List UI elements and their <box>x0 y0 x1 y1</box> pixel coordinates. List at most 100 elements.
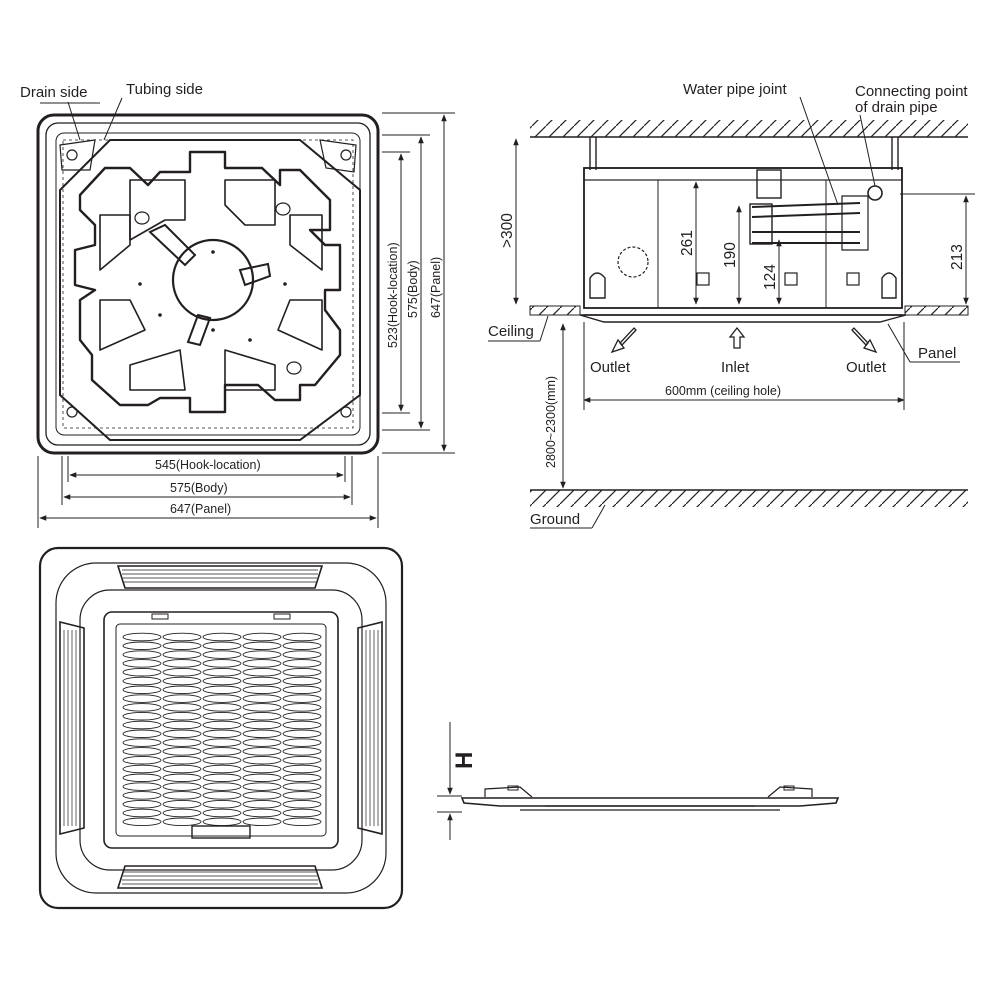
grille-slot <box>202 817 242 827</box>
grille-slot <box>122 685 162 695</box>
grille-slot <box>162 755 202 765</box>
grille-slot <box>282 747 322 756</box>
ceiling-label: Ceiling <box>488 323 534 340</box>
top-view-horizontal-dims: 545(Hook-location) 575(Body) 647(Panel) <box>37 456 379 528</box>
grille-slot <box>282 632 322 642</box>
grille-slot <box>242 720 282 730</box>
height-range-dim: 2800~2300(mm) <box>544 376 558 468</box>
grille-slot <box>202 641 242 651</box>
grille-slot <box>122 747 162 756</box>
dim-124: 124 <box>762 264 779 290</box>
grille-slot <box>202 755 242 765</box>
grille-slot <box>202 703 242 712</box>
grille-slot <box>242 659 282 668</box>
grille-slot <box>202 650 242 659</box>
grille-slot <box>162 817 202 827</box>
dim-523-hook: 523(Hook-location) <box>386 242 400 348</box>
intake-grille <box>122 632 322 827</box>
outlet-left-arrow <box>610 327 637 354</box>
grille-slot <box>242 782 282 791</box>
grille-slot <box>282 650 322 659</box>
dim-261: 261 <box>679 230 696 256</box>
grille-slot <box>282 764 322 774</box>
grille-slot <box>282 799 322 809</box>
grille-slot <box>122 817 162 827</box>
grille-slot <box>202 799 242 809</box>
top-view-labels: Drain side Tubing side <box>20 81 203 141</box>
grille-slot <box>162 764 202 774</box>
grille-slot <box>242 694 282 703</box>
grille-slot <box>122 711 162 721</box>
grille-slot <box>282 729 322 739</box>
grille-slot <box>282 641 322 651</box>
grille-slot <box>202 694 242 703</box>
grille-slot <box>122 799 162 809</box>
dim-gt300: >300 <box>499 213 516 248</box>
grille-slot <box>282 659 322 668</box>
grille-slot <box>242 711 282 721</box>
grille-slot <box>242 676 282 686</box>
grille-slot <box>242 808 282 818</box>
grille-slot <box>202 729 242 739</box>
section-labels: Water pipe joint Connecting point of dra… <box>488 81 968 529</box>
grille-slot <box>202 720 242 730</box>
dim-213: 213 <box>949 244 966 270</box>
section-dims <box>513 138 975 489</box>
grille-slot <box>202 782 242 791</box>
grille-slot <box>162 720 202 730</box>
grille-slot <box>282 755 322 765</box>
grille-slot <box>202 773 242 783</box>
grille-slot <box>122 632 162 642</box>
grille-slot <box>202 632 242 642</box>
grille-slot <box>162 641 202 651</box>
grille-slot <box>122 659 162 668</box>
ground-slab <box>530 489 968 507</box>
top-view-unit <box>36 113 380 455</box>
panel-front-view <box>38 546 404 910</box>
grille-slot <box>162 738 202 747</box>
drain-point-label-line1: Connecting point <box>855 83 968 100</box>
grille-slot <box>242 791 282 800</box>
tubing-side-label: Tubing side <box>126 81 203 98</box>
grille-slot <box>122 773 162 783</box>
grille-slot <box>282 685 322 695</box>
grille-slot <box>242 703 282 712</box>
ceiling-slab <box>530 120 968 138</box>
grille-slot <box>162 799 202 809</box>
grille-slot <box>122 641 162 651</box>
grille-slot <box>162 782 202 791</box>
grille-slot <box>202 667 242 677</box>
panel-height-label: H <box>451 752 478 769</box>
grille-slot <box>242 632 282 642</box>
grille-slot <box>282 773 322 783</box>
grille-slot <box>122 720 162 730</box>
grille-slot <box>242 667 282 677</box>
grille-slot <box>162 729 202 739</box>
grille-slot <box>282 782 322 791</box>
grille-slot <box>282 738 322 747</box>
grille-slot <box>162 650 202 659</box>
spider-frame <box>73 150 342 414</box>
grille-slot <box>122 782 162 791</box>
grille-slot <box>202 659 242 668</box>
grille-slot <box>242 641 282 651</box>
grille-slot <box>282 817 322 827</box>
grille-slot <box>242 799 282 809</box>
grille-slot <box>242 764 282 774</box>
grille-slot <box>122 703 162 712</box>
grille-slot <box>162 632 202 642</box>
ground-label: Ground <box>530 511 580 528</box>
grille-slot <box>282 791 322 800</box>
grille-slot <box>282 703 322 712</box>
section-indoor-unit <box>579 137 907 323</box>
grille-slot <box>242 738 282 747</box>
grille-slot <box>242 747 282 756</box>
inlet-arrow <box>728 326 746 349</box>
outlet-right-label: Outlet <box>846 359 887 376</box>
grille-slot <box>162 685 202 695</box>
outlet-right-arrow <box>851 327 878 354</box>
grille-slot <box>202 747 242 756</box>
grille-slot <box>282 720 322 730</box>
grille-slot <box>242 650 282 659</box>
